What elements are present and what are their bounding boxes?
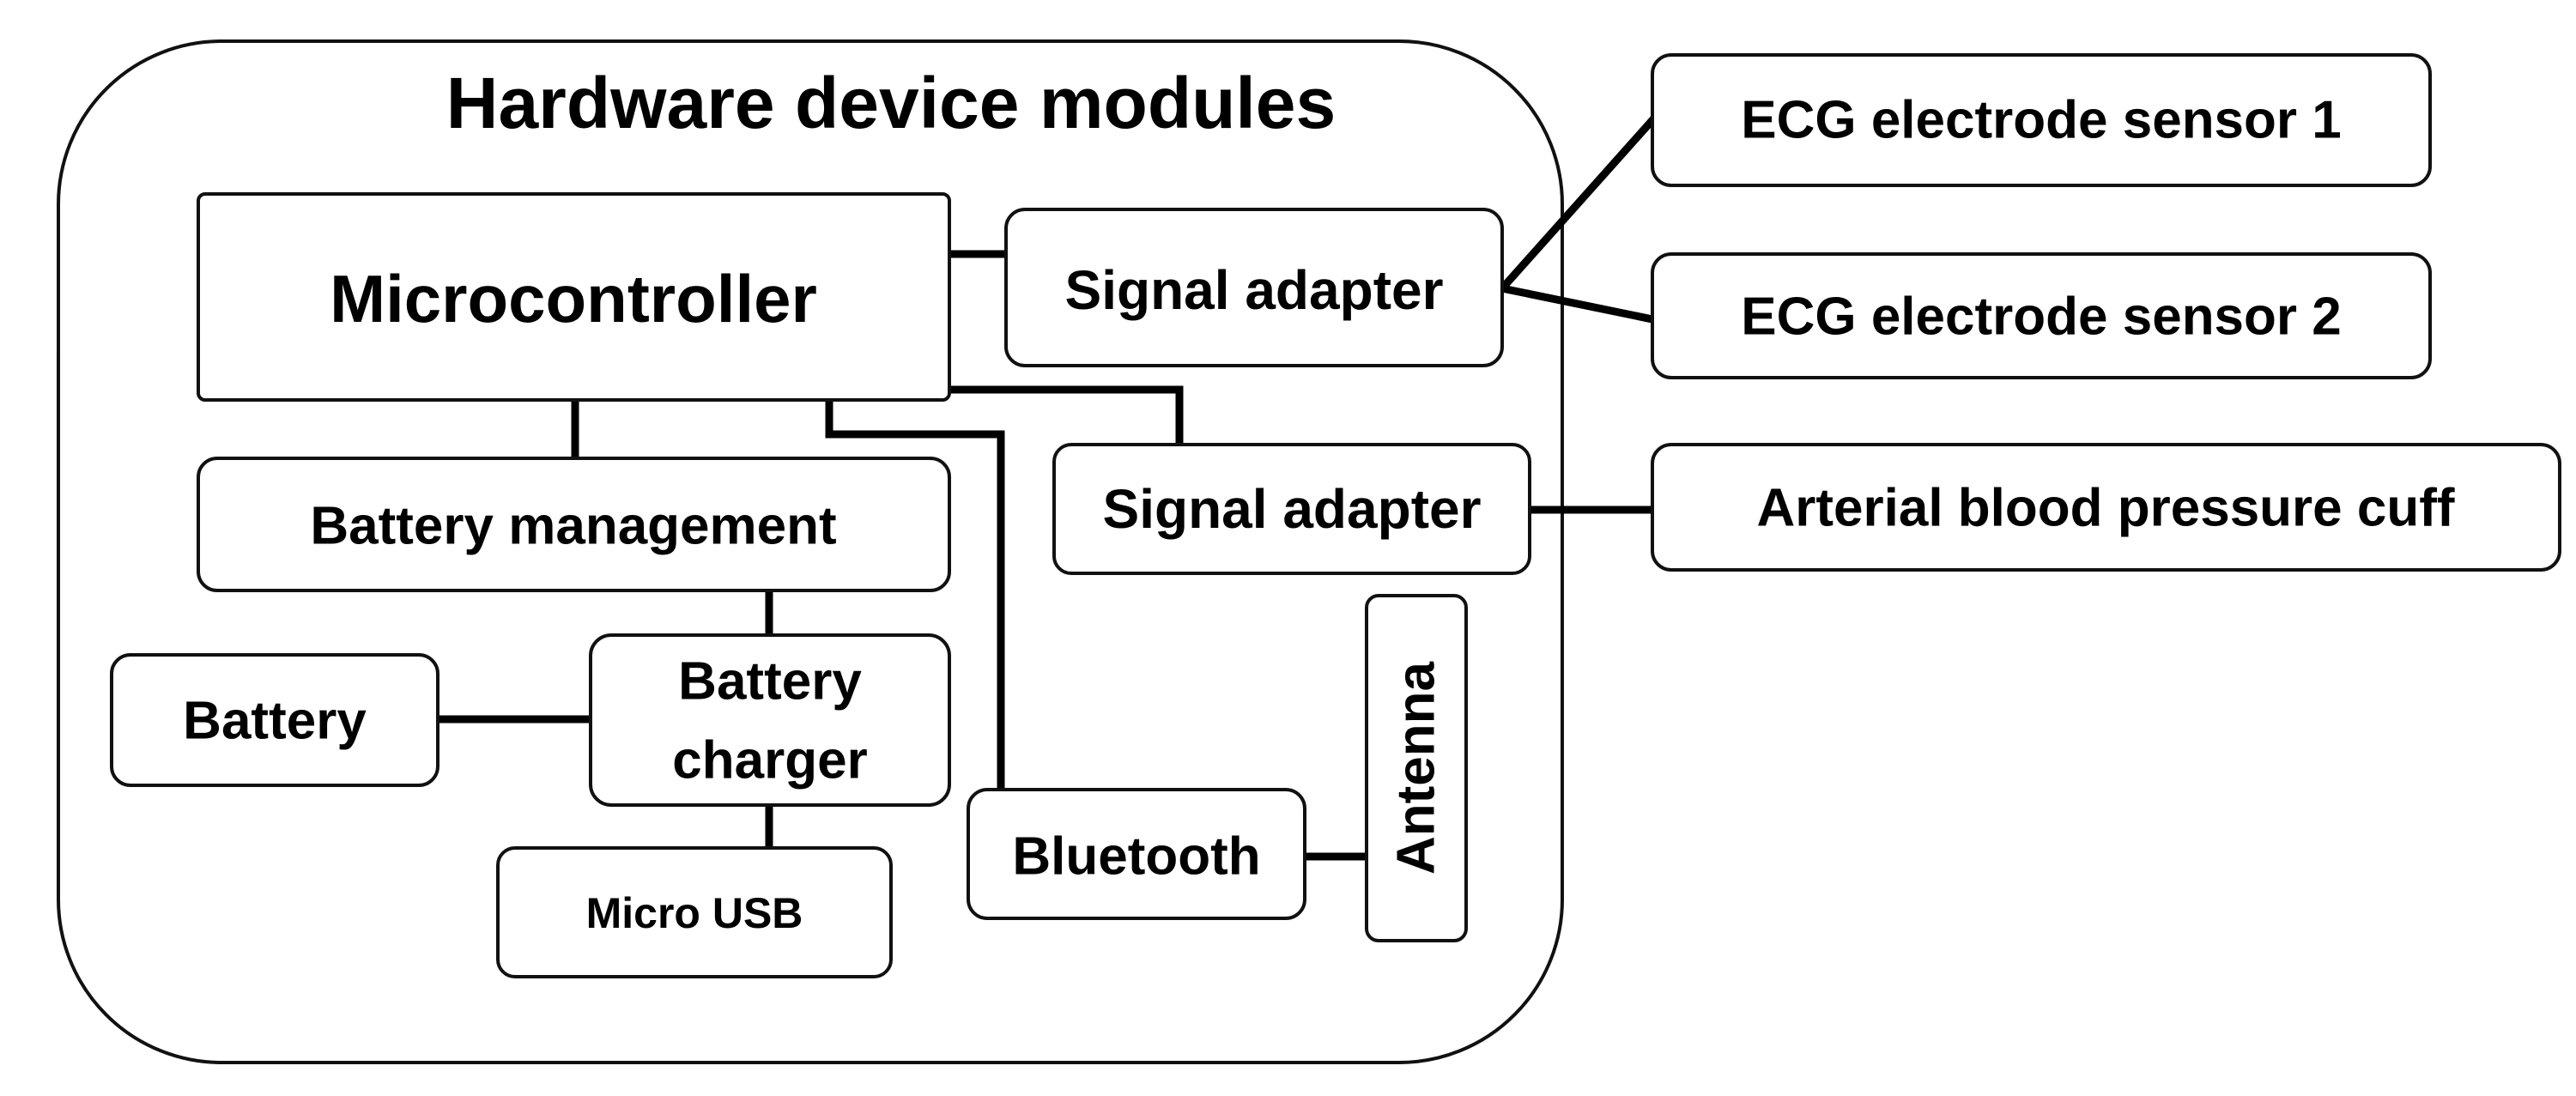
signal-adapter-1-box <box>1004 208 1504 367</box>
blood-pressure-cuff-label: Arterial blood pressure cuff <box>1756 479 2454 538</box>
diagram-title: Hardware device modules <box>446 63 1336 143</box>
battery-box <box>110 653 439 787</box>
micro-usb-box <box>496 846 893 978</box>
antenna-box <box>1365 594 1468 942</box>
battery-charger-label-line1: Battery <box>678 652 862 711</box>
signal-adapter-2-label: Signal adapter <box>1103 478 1482 540</box>
bluetooth-label: Bluetooth <box>1012 827 1260 887</box>
ecg-sensor-2-label: ECG electrode sensor 2 <box>1741 288 2342 347</box>
wire-mcu-bluetooth <box>825 396 1005 794</box>
signal-adapter-1-label: Signal adapter <box>1065 259 1444 321</box>
wire-signal-adapter-1-ecg-sensor-1 <box>1496 114 1658 294</box>
battery-label: Battery <box>183 692 367 751</box>
battery-charger-box <box>589 633 951 807</box>
antenna-label: Antenna <box>1387 661 1446 875</box>
battery-charger-label-line2: charger <box>672 731 867 790</box>
ecg-sensor-1-box <box>1651 53 2432 187</box>
microcontroller-box <box>197 192 951 402</box>
wire-mcu-signal-adapter-2 <box>945 385 1184 449</box>
signal-adapter-2-box <box>1052 443 1531 575</box>
blood-pressure-cuff-box <box>1651 443 2561 572</box>
connection-lines <box>433 114 1658 861</box>
ecg-sensor-2-box <box>1651 252 2432 379</box>
microcontroller-label: Microcontroller <box>330 261 817 336</box>
wire-signal-adapter-1-ecg-sensor-2 <box>1497 283 1658 324</box>
battery-management-label: Battery management <box>310 497 836 556</box>
battery-management-box <box>197 457 951 592</box>
bluetooth-box <box>967 788 1306 920</box>
ecg-sensor-1-label: ECG electrode sensor 1 <box>1741 91 2342 150</box>
micro-usb-label: Micro USB <box>586 889 803 937</box>
